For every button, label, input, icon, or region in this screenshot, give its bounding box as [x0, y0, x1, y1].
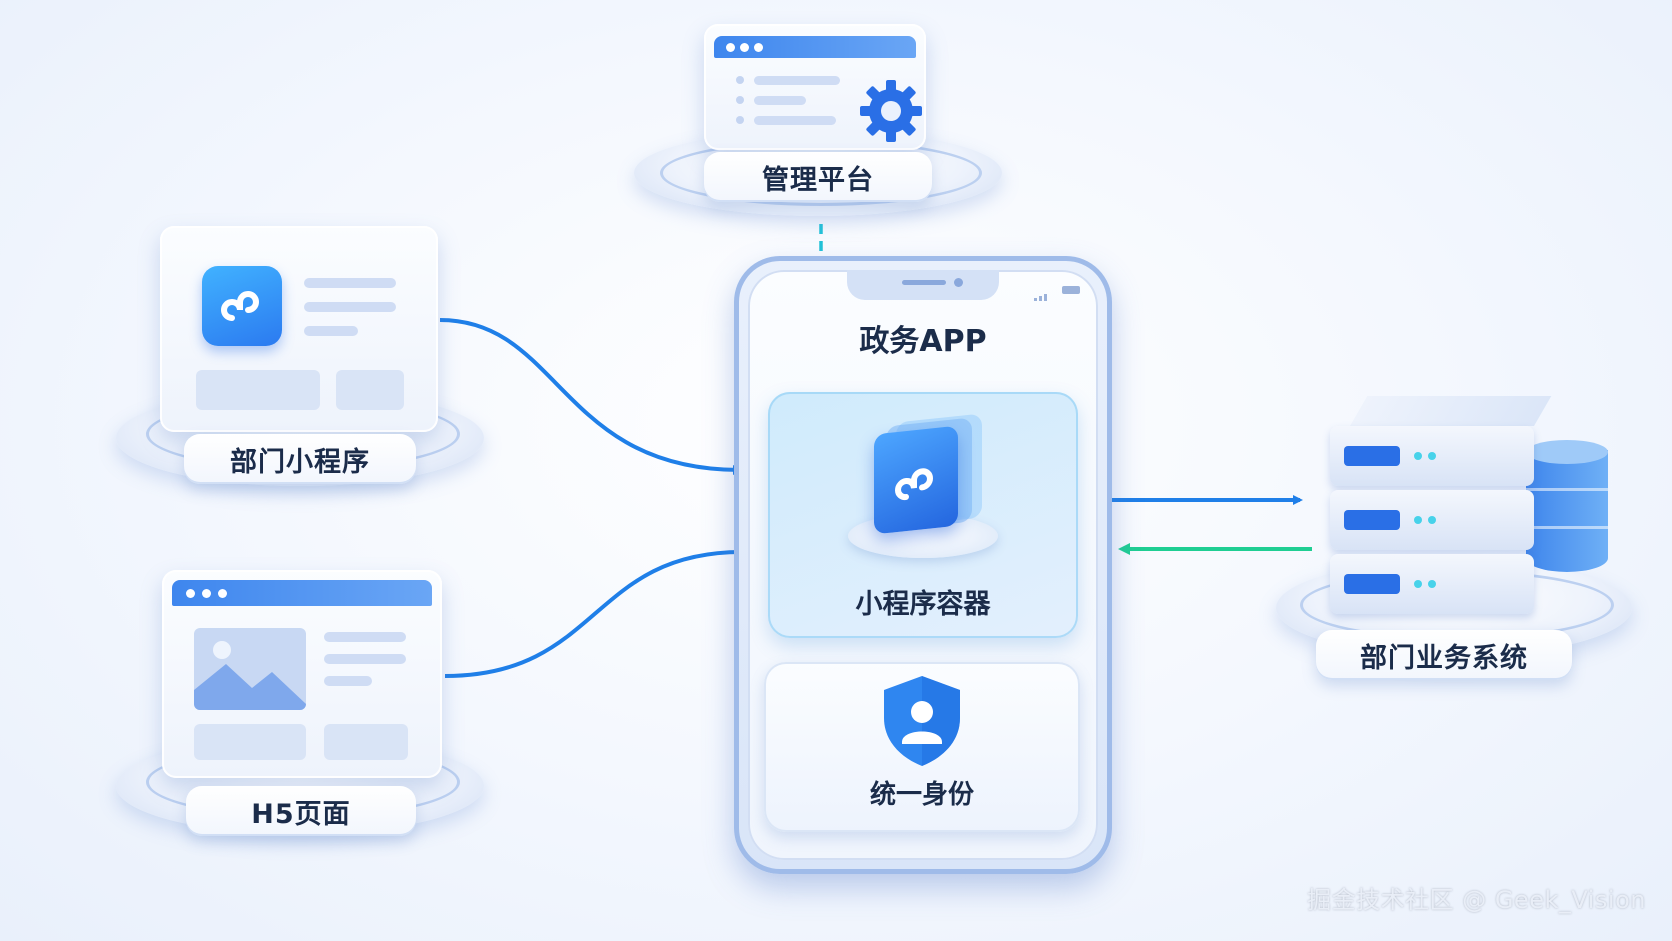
miniprogram-icon: [202, 266, 282, 346]
watermark: 掘金技术社区 @ Geek_Vision: [1307, 886, 1646, 914]
flow-h5-to-app: [444, 547, 745, 678]
status-battery-icon: [1062, 286, 1080, 294]
admin-platform-label: 管理平台: [704, 152, 932, 202]
gear-icon: [860, 80, 922, 142]
dept-miniprogram-label: 部门小程序: [184, 434, 416, 484]
shield-user-icon: [884, 676, 960, 766]
gov-app-title: 政务APP: [859, 324, 987, 359]
mini-container-label: 小程序容器: [855, 589, 991, 620]
h5-page-label: H5页面: [186, 786, 416, 836]
unified-identity-panel: 统一身份: [764, 662, 1080, 832]
image-icon: [194, 628, 306, 710]
flow-miniprogram-to-app: [439, 318, 743, 475]
unified-identity-label: 统一身份: [869, 780, 974, 810]
phone-notch: [847, 270, 999, 300]
database-icon: [1526, 440, 1608, 582]
server-icon: [1330, 396, 1552, 618]
dept-business-label: 部门业务系统: [1316, 630, 1572, 680]
miniprogram-window: [160, 226, 438, 432]
mini-container-panel: 小程序容器: [768, 392, 1078, 638]
h5-browser-window: [162, 570, 442, 778]
status-signal-icon: [1034, 286, 1052, 301]
gov-app-phone: 政务APP 小程序容器 统一身份: [734, 256, 1112, 874]
miniprogram-icon: [874, 425, 958, 535]
